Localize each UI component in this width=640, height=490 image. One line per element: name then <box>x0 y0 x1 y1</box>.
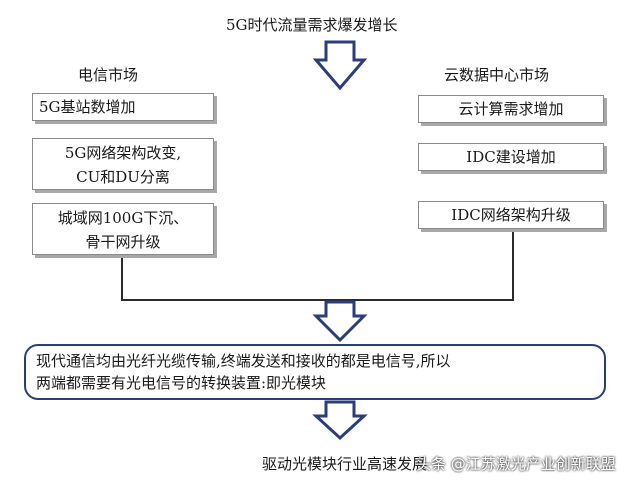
left-column-heading: 电信市场 <box>78 66 139 84</box>
left-box-1: 5G基站数增加 <box>32 93 214 121</box>
down-arrow-middle <box>312 300 368 343</box>
summary-line-1: 现代通信均由光纤光缆传输,终端发送和接收的都是电信号,所以 <box>36 352 451 370</box>
left-box-1-text: 5G基站数增加 <box>39 98 136 116</box>
connector-horizontal <box>121 299 514 301</box>
right-box-1-text: 云计算需求增加 <box>458 100 564 118</box>
left-box-3-line-2: 骨干网升级 <box>85 233 161 251</box>
left-box-2: 5G网络架构改变, CU和DU分离 <box>32 138 214 190</box>
left-box-3-line-1: 城域网100G下沉、 <box>57 209 189 227</box>
right-box-3-text: IDC网络架构升级 <box>451 206 571 224</box>
summary-line-2: 两端都需要有光电信号的转换装置:即光模块 <box>36 374 327 392</box>
connector-right-vertical <box>512 232 514 300</box>
right-box-2-text: IDC建设增加 <box>466 148 556 166</box>
right-box-2: IDC建设增加 <box>418 143 604 171</box>
conclusion-text: 驱动光模块行业高速发展 <box>262 455 428 473</box>
right-box-3: IDC网络架构升级 <box>418 201 604 229</box>
down-arrow-top <box>312 40 368 91</box>
down-arrow-bottom <box>312 400 368 441</box>
right-box-1: 云计算需求增加 <box>418 95 604 123</box>
summary-box: 现代通信均由光纤光缆传输,终端发送和接收的都是电信号,所以 两端都需要有光电信号… <box>24 344 606 400</box>
diagram-title: 5G时代流量需求爆发增长 <box>226 16 398 34</box>
connector-left-vertical <box>121 258 123 300</box>
left-box-2-line-2: CU和DU分离 <box>76 168 170 186</box>
right-column-heading: 云数据中心市场 <box>444 66 550 84</box>
left-box-2-line-1: 5G网络架构改变, <box>64 144 182 162</box>
watermark-text: 头条 @江苏激光产业创新联盟 <box>416 455 616 473</box>
left-box-3: 城域网100G下沉、 骨干网升级 <box>32 203 214 255</box>
